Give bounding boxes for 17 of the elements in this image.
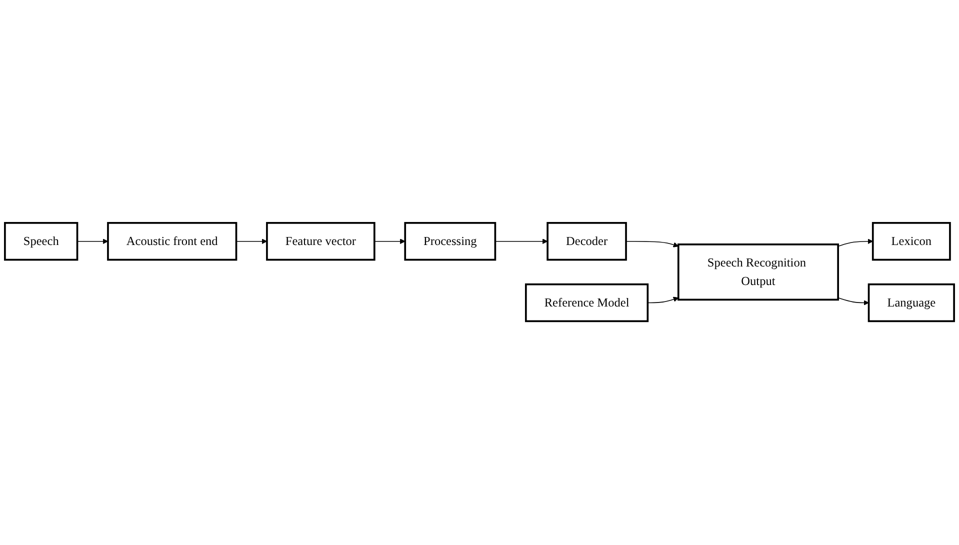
node-box: Language: [868, 284, 955, 323]
node-box: Reference Model: [524, 284, 649, 323]
node-box: Speech Recognition Output: [677, 244, 839, 302]
arrow: [494, 239, 548, 244]
arrow: [374, 239, 406, 244]
node-box: Lexicon: [872, 222, 951, 262]
node-box: Feature vector: [266, 222, 376, 262]
node-box: Acoustic front end: [107, 222, 238, 262]
arrow: [647, 297, 679, 304]
node-box: Speech: [4, 222, 78, 262]
arrow: [236, 239, 268, 244]
arrow: [838, 239, 874, 248]
arrow: [76, 239, 108, 244]
node-box: Processing: [404, 222, 496, 262]
node-box: Decoder: [546, 222, 627, 262]
arrow: [626, 241, 679, 248]
arrow: [838, 298, 870, 306]
